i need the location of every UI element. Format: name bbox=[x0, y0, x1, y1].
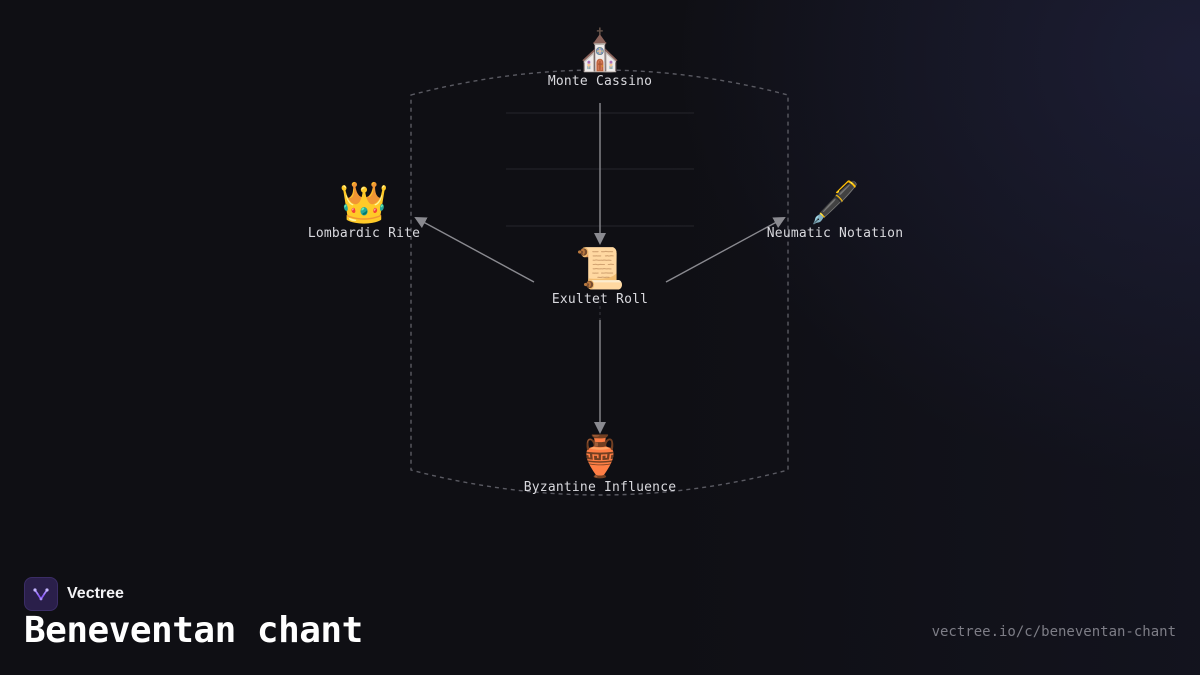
node-neumatic-notation[interactable]: 🖋️Neumatic Notation bbox=[767, 180, 903, 241]
node-label: Byzantine Influence bbox=[523, 480, 677, 495]
node-exultet-roll[interactable]: 📜Exultet Roll bbox=[552, 246, 648, 307]
brand-name: Vectree bbox=[67, 585, 124, 602]
amphora-icon: 🏺 bbox=[575, 434, 625, 480]
church-icon: ⛪ bbox=[575, 28, 625, 74]
node-label: Monte Cassino bbox=[547, 74, 653, 89]
scroll-icon: 📜 bbox=[575, 246, 625, 292]
node-label: Exultet Roll bbox=[551, 292, 649, 307]
edge-exultet-roll-to-lombardic-rite bbox=[414, 217, 535, 283]
node-lombardic-rite[interactable]: 👑Lombardic Rite bbox=[308, 180, 420, 241]
node-monte-cassino[interactable]: ⛪Monte Cassino bbox=[548, 28, 652, 89]
node-label: Lombardic Rite bbox=[307, 226, 421, 241]
crown-icon: 👑 bbox=[339, 180, 389, 226]
node-label: Neumatic Notation bbox=[766, 226, 904, 241]
brand: Vectree bbox=[24, 577, 124, 611]
page-title: Beneventan chant bbox=[24, 610, 363, 651]
fountain-pen-icon: 🖋️ bbox=[810, 180, 860, 226]
edges bbox=[414, 103, 786, 434]
page-url[interactable]: vectree.io/c/beneventan-chant bbox=[931, 624, 1176, 640]
node-byzantine-influence[interactable]: 🏺Byzantine Influence bbox=[524, 434, 677, 495]
edge-exultet-roll-to-neumatic-notation bbox=[665, 217, 786, 283]
vectree-logo-icon bbox=[24, 577, 58, 611]
